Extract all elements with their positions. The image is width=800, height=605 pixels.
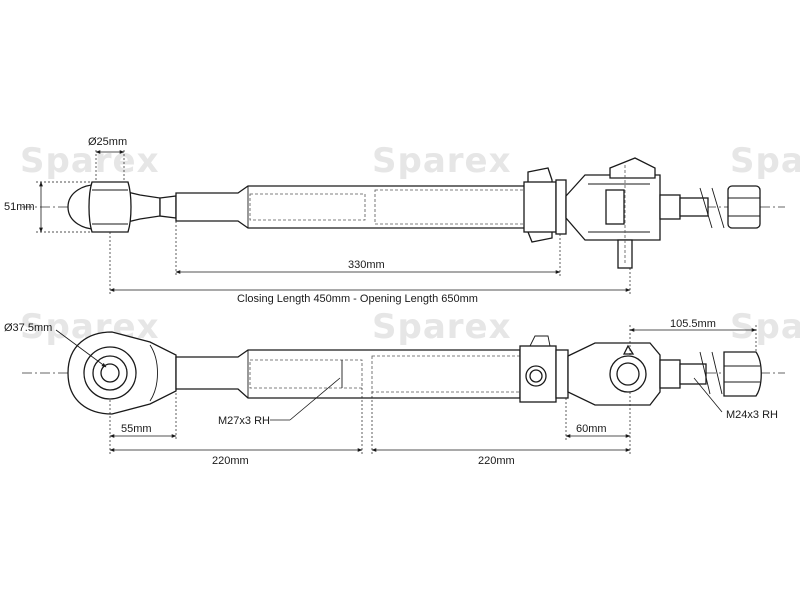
top-ball	[88, 181, 132, 233]
bottom-lock-nut	[723, 351, 762, 397]
label-section-right: 220mm	[478, 455, 515, 467]
watermark-5: Sparex	[372, 307, 512, 347]
top-thread-hidden-left	[249, 193, 366, 221]
top-thread-hidden-right	[374, 189, 528, 225]
label-tube-length: 330mm	[348, 259, 385, 271]
watermark-3: Sparex	[730, 141, 800, 181]
bottom-threaded-rod	[679, 363, 707, 385]
top-fork-pin	[617, 239, 633, 269]
label-overall-length: Closing Length 450mm - Opening Length 65…	[237, 293, 478, 305]
label-thread-right: M24x3 RH	[726, 409, 778, 421]
top-locking-spring	[699, 187, 725, 229]
watermark-group: Sparex Sparex Sparex Sparex Sparex Spare…	[20, 141, 800, 347]
bottom-ball-bore	[100, 363, 120, 383]
watermark-6: Sparex	[730, 307, 800, 347]
leader-ball-diameter-bottom	[55, 329, 107, 368]
leader-thread-left	[289, 377, 341, 421]
label-ball-diameter-bottom: Ø37.5mm	[4, 322, 52, 334]
top-main-tube	[175, 185, 529, 229]
top-lock-nut	[727, 185, 761, 229]
bottom-locking-spring	[699, 351, 723, 395]
watermark-1: Sparex	[20, 141, 160, 181]
label-pin-offset: 105.5mm	[670, 318, 716, 330]
label-ball-diameter-top: Ø25mm	[88, 136, 127, 148]
label-end-length-right: 60mm	[576, 423, 607, 435]
label-end-length-left: 55mm	[121, 423, 152, 435]
bottom-main-tube	[175, 349, 521, 399]
top-threaded-rod	[679, 197, 709, 217]
label-thread-left: M27x3 RH	[218, 415, 270, 427]
leader-thread-right	[693, 377, 723, 413]
bottom-thread-hidden-left	[249, 359, 363, 389]
label-section-left: 220mm	[212, 455, 249, 467]
top-fork-pin-head	[609, 157, 656, 179]
bottom-view: Ø37.5mm 55mm M27x3 RH 220mm 220mm 60mm 1…	[4, 318, 785, 467]
watermark-2: Sparex	[372, 141, 512, 181]
label-ball-width-top: 51mm	[4, 201, 35, 213]
top-view: Ø25mm 51mm 330mm	[4, 136, 785, 276]
